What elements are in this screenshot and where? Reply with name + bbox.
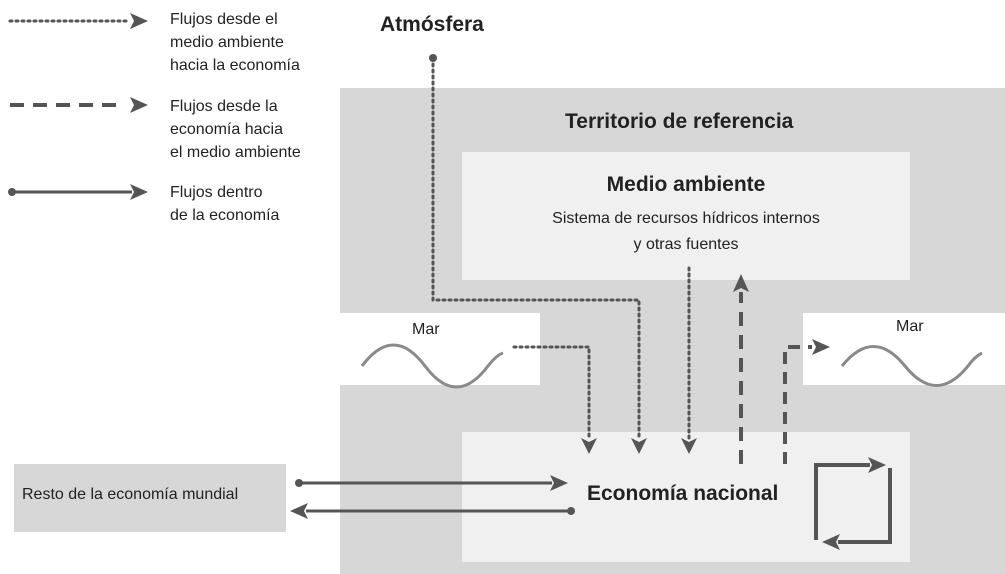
environment-subtitle-line1: Sistema de recursos hídricos internos (552, 210, 820, 227)
economy-to-sea-right-flow (783, 339, 830, 464)
national-economy-label: Economía nacional (587, 482, 779, 505)
economy-to-world-flow (290, 503, 575, 519)
environment-box (462, 152, 910, 280)
economy-to-environment-flow (733, 274, 749, 464)
sea-right-wave-icon (840, 345, 983, 387)
rest-of-world-label: Resto de la economía mundial (22, 486, 239, 503)
territory-label: Territorio de referencia (565, 110, 794, 133)
sea-left-to-economy-flow (512, 345, 597, 454)
within-economy-loop-icon (814, 457, 892, 550)
legend-economy-to-env-label: Flujos desde la economía hacia el medio … (170, 98, 301, 161)
environment-subtitle-line2: y otras fuentes (633, 236, 739, 253)
sea-right-box (803, 313, 1005, 385)
legend-env-to-economy-label: Flujos desde el medio ambiente hacia la … (170, 11, 300, 74)
environment-to-economy-flow (681, 266, 697, 454)
atmosphere-to-economy-flow (429, 54, 647, 454)
legend-within-economy-label: Flujos dentro de la economía (170, 184, 280, 224)
sea-right-label: Mar (896, 318, 924, 335)
rest-of-world-box (14, 464, 286, 532)
sea-left-wave-icon (360, 343, 504, 389)
sea-left-label: Mar (412, 321, 440, 338)
legend-dotted-arrow (8, 13, 148, 29)
environment-title: Medio ambiente (606, 173, 766, 196)
legend-solid-arrow (8, 184, 148, 200)
world-to-economy-flow (295, 475, 568, 491)
atmosphere-label: Atmósfera (380, 13, 484, 36)
legend-dashed-arrow (10, 97, 148, 113)
sea-left-box (340, 313, 540, 385)
